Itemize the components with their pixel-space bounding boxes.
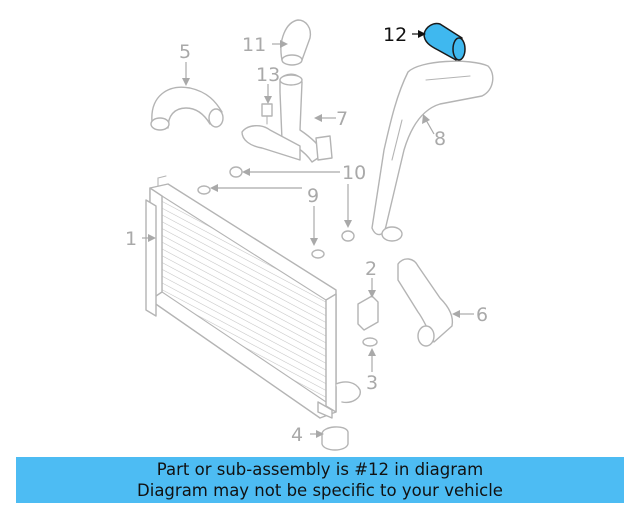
callout-9: 9 (307, 185, 319, 207)
part-10-nuts (229, 166, 355, 242)
callout-12: 12 (383, 24, 407, 46)
leader-lines (142, 30, 474, 438)
part-3-screw (362, 337, 378, 347)
callout-13: 13 (256, 64, 280, 86)
callout-8: 8 (434, 128, 446, 150)
callout-7: 7 (336, 108, 348, 130)
part-13-bolt (261, 103, 273, 125)
callout-2: 2 (365, 258, 377, 280)
part-9-bolts (197, 185, 325, 259)
part-info-banner: Part or sub-assembly is #12 in diagram D… (16, 457, 624, 503)
part-11-hose (280, 19, 312, 66)
part-4-cap (321, 426, 349, 451)
banner-line-part-number: Part or sub-assembly is #12 in diagram (156, 460, 484, 479)
callout-4: 4 (291, 424, 303, 446)
parts-diagram: 1 2 3 4 5 6 7 8 9 10 11 12 13 (125, 19, 494, 451)
callouts: 1 2 3 4 5 6 7 8 9 10 11 12 13 (125, 24, 488, 446)
callout-3: 3 (366, 372, 378, 394)
part-6-hose (397, 258, 454, 347)
callout-5: 5 (179, 41, 191, 63)
callout-6: 6 (476, 304, 488, 326)
part-7-pipe (241, 73, 333, 163)
part-5-hose (150, 86, 224, 131)
part-8-pipe (371, 60, 494, 242)
part-2-bracket (357, 295, 379, 331)
callout-1: 1 (125, 228, 137, 250)
callout-11: 11 (242, 34, 266, 56)
part-12-hose (423, 22, 466, 61)
part-1-intercooler (145, 175, 361, 419)
callout-10: 10 (342, 162, 366, 184)
banner-line-disclaimer: Diagram may not be specific to your vehi… (137, 481, 503, 500)
